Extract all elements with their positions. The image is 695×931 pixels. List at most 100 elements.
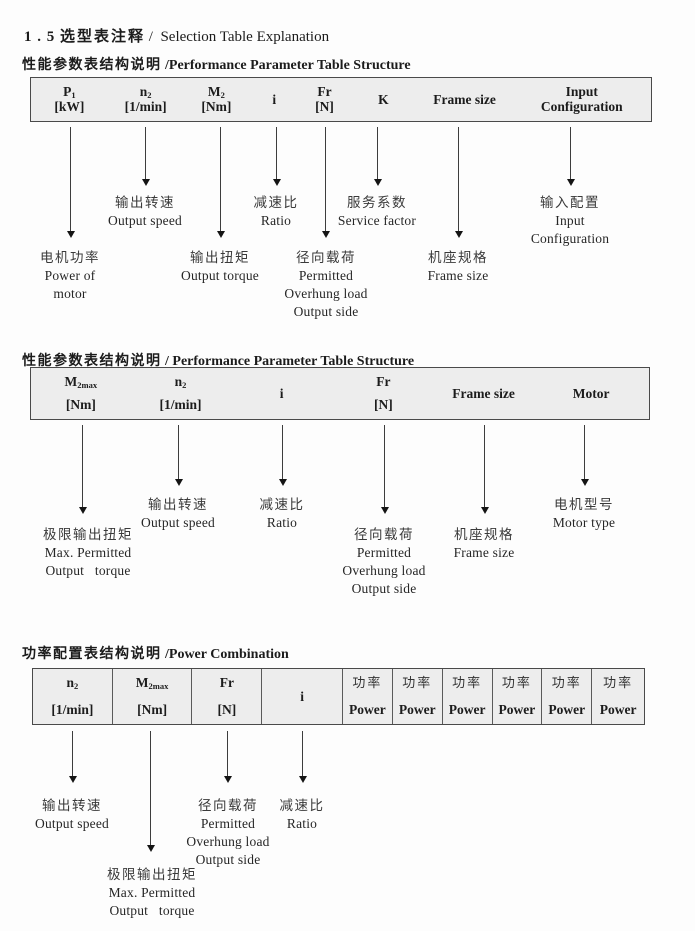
section2-column-motor-symbol: Motor bbox=[572, 385, 610, 401]
section1-column-frame-size-symbol: Frame size bbox=[433, 91, 496, 107]
section1-column-fr-unit: [N] bbox=[315, 99, 334, 114]
section3-column-power-2-symbol: 功率 bbox=[402, 675, 433, 690]
section3-column-i-symbol: i bbox=[300, 688, 304, 704]
section2-down-arrow-1 bbox=[78, 425, 87, 514]
section3-column-n2-symbol: n2 bbox=[66, 675, 79, 691]
section3-column-power-3-symbol: 功率 bbox=[452, 675, 483, 690]
section2-column-fr: Fr[N] bbox=[333, 368, 434, 419]
section1-down-arrow-1 bbox=[66, 127, 75, 238]
section1-down-arrow-8 bbox=[566, 127, 575, 186]
section2-header-table: M2max [Nm] n2 [1/min] i Fr[N] Frame size Motor bbox=[30, 367, 650, 420]
section1-column-i-symbol: i bbox=[272, 91, 277, 107]
section3-column-power-4: 功率 Power bbox=[493, 669, 543, 724]
section3-column-m2max: M2max [Nm] bbox=[113, 669, 193, 724]
section3-column-n2-unit: [1/min] bbox=[51, 702, 94, 717]
section1-heading-zh: 性能参数表结构说明 bbox=[22, 58, 162, 73]
section1-column-n2: n2[1/min] bbox=[108, 78, 184, 121]
section3-column-power-4-symbol: 功率 bbox=[501, 675, 532, 690]
section2-column-n2-symbol: n2 bbox=[174, 374, 187, 390]
section1-column-i: i bbox=[249, 78, 299, 121]
section2-column-n2-unit: [1/min] bbox=[159, 397, 202, 412]
section3-column-m2max-unit: [Nm] bbox=[137, 702, 168, 717]
section3-column-power-3-unit: Power bbox=[448, 702, 486, 717]
section2-heading-zh: 性能参数表结构说明 bbox=[22, 354, 162, 369]
section3-column-power-1-symbol: 功率 bbox=[352, 675, 383, 690]
section3-column-power-2: 功率 Power bbox=[393, 669, 443, 724]
section3-column-power-6: 功率 Power bbox=[592, 669, 644, 724]
section3-column-m2max-symbol: M2max bbox=[135, 675, 169, 691]
section3-column-power-5-symbol: 功率 bbox=[551, 675, 582, 690]
section3-down-arrow-1 bbox=[68, 731, 77, 783]
section3-column-fr-symbol: Fr bbox=[219, 675, 234, 690]
section3-column-power-6-symbol: 功率 bbox=[603, 675, 634, 690]
section2-column-frame-size-symbol: Frame size bbox=[452, 385, 515, 401]
section3-column-i: i bbox=[262, 669, 343, 724]
section3-column-power-6-unit: Power bbox=[599, 702, 637, 717]
section3-column-fr-unit: [N] bbox=[217, 702, 237, 717]
section1-down-arrow-2 bbox=[141, 127, 150, 186]
section3-heading-en: Power Combination bbox=[168, 647, 289, 662]
section1-heading-separator: / bbox=[161, 58, 169, 73]
section1-column-input-configuration-unit: Configuration bbox=[540, 99, 623, 114]
section2-column-m2max: M2max [Nm] bbox=[31, 368, 131, 419]
section2-column-m2max-unit: [Nm] bbox=[65, 397, 96, 412]
section1-column-fr: Fr[N] bbox=[299, 78, 350, 121]
section1-column-fr-symbol: Fr bbox=[317, 84, 332, 99]
section1-down-arrow-4 bbox=[272, 127, 281, 186]
page-title-number: 1 . 5 bbox=[24, 29, 60, 45]
section2-down-arrow-3 bbox=[278, 425, 287, 486]
section2-column-m2max-symbol: M2max bbox=[64, 374, 98, 390]
section1-column-m2-symbol: M2 bbox=[207, 84, 225, 100]
section2-down-arrow-6 bbox=[580, 425, 589, 486]
section3-column-power-4-unit: Power bbox=[498, 702, 536, 717]
section3-column-power-2-unit: Power bbox=[398, 702, 436, 717]
section1-column-k-symbol: K bbox=[378, 91, 389, 107]
section3-column-fr: Fr [N] bbox=[192, 669, 263, 724]
section1-down-arrow-6 bbox=[373, 127, 382, 186]
section2-heading: 性能参数表结构说明 / Performance Parameter Table … bbox=[8, 334, 414, 386]
section1-column-m2-unit: [Nm] bbox=[201, 99, 232, 114]
section1-down-arrow-5 bbox=[321, 127, 330, 238]
section2-column-n2: n2 [1/min] bbox=[131, 368, 231, 419]
page-title-zh: 选型表注释 bbox=[60, 29, 146, 45]
section3-heading: 功率配置表结构说明 /Power Combination bbox=[8, 627, 289, 679]
section1-column-input-configuration-symbol: Input bbox=[565, 84, 598, 99]
section3-heading-zh: 功率配置表结构说明 bbox=[22, 647, 162, 662]
section1-heading-en: Performance Parameter Table Structure bbox=[168, 58, 411, 73]
section2-down-arrow-4 bbox=[380, 425, 389, 514]
section2-down-arrow-2 bbox=[174, 425, 183, 486]
section3-column-power-3: 功率 Power bbox=[443, 669, 493, 724]
section1-column-n2-unit: [1/min] bbox=[124, 99, 167, 114]
page-title: 1 . 5 选型表注释 / Selection Table Explanatio… bbox=[9, 8, 329, 63]
section2-column-i-symbol: i bbox=[279, 385, 284, 401]
section2-down-arrow-5 bbox=[480, 425, 489, 514]
section2-column-motor: Motor bbox=[533, 368, 649, 419]
section1-column-m2: M2[Nm] bbox=[184, 78, 250, 121]
section2-column-fr-symbol: Fr bbox=[376, 374, 391, 389]
section3-down-arrow-4 bbox=[298, 731, 307, 783]
section1-column-k: K bbox=[350, 78, 417, 121]
section3-down-arrow-2 bbox=[146, 731, 155, 852]
section1-column-p1-symbol: P1 bbox=[63, 84, 76, 100]
section1-column-p1: P1[kW] bbox=[31, 78, 108, 121]
section2-heading-separator: / bbox=[161, 354, 173, 369]
